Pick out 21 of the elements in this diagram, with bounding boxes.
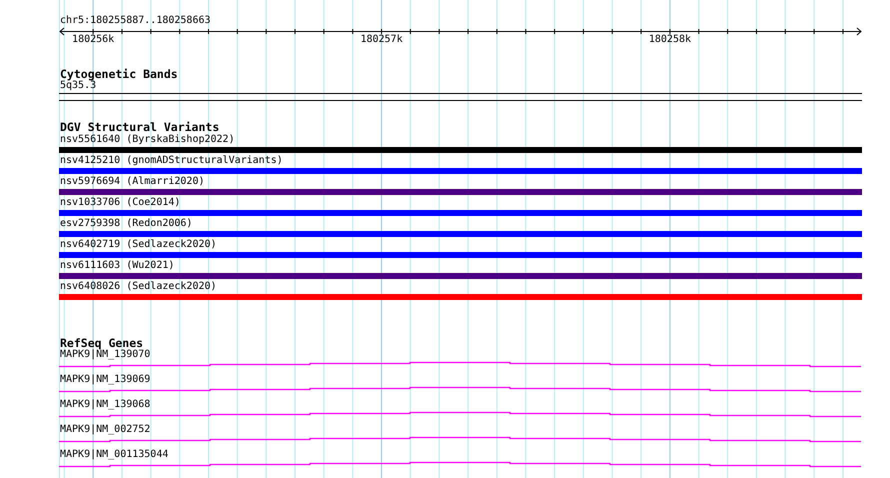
- tick-label: 180256k: [72, 34, 114, 46]
- tick-label: 180258k: [648, 34, 692, 46]
- variant-label: nsv4125210 (gnomADStructuralVariants): [60, 155, 283, 167]
- variant-label: nsv5561640 (ByrskaBishop2022): [60, 134, 235, 146]
- variant-label: nsv6408026 (Sedlazeck2020): [60, 281, 217, 293]
- gene-label: MAPK9|NM_002752: [60, 424, 150, 436]
- location-label: chr5:180255887..180258663: [60, 15, 211, 27]
- gene-label: MAPK9|NM_001135044: [60, 449, 168, 461]
- variant-label: nsv5976694 (Almarri2020): [60, 176, 204, 188]
- band-label: 5q35.3: [60, 80, 96, 92]
- gene-label: MAPK9|NM_139069: [60, 374, 150, 386]
- gene-label: MAPK9|NM_139070: [60, 349, 150, 361]
- variant-label: esv2759398 (Redon2006): [60, 218, 192, 230]
- variant-label: nsv6402719 (Sedlazeck2020): [60, 239, 217, 251]
- tick-label: 180257k: [360, 34, 403, 46]
- gene-label: MAPK9|NM_139068: [60, 399, 150, 411]
- track-heading: DGV Structural Variants: [60, 121, 220, 134]
- track-heading: Cytogenetic Bands: [60, 68, 178, 80]
- variant-label: nsv6111603 (Wu2021): [60, 260, 174, 272]
- variant-label: nsv1033706 (Coe2014): [60, 197, 180, 209]
- track-heading: RefSeq Genes: [60, 337, 144, 350]
